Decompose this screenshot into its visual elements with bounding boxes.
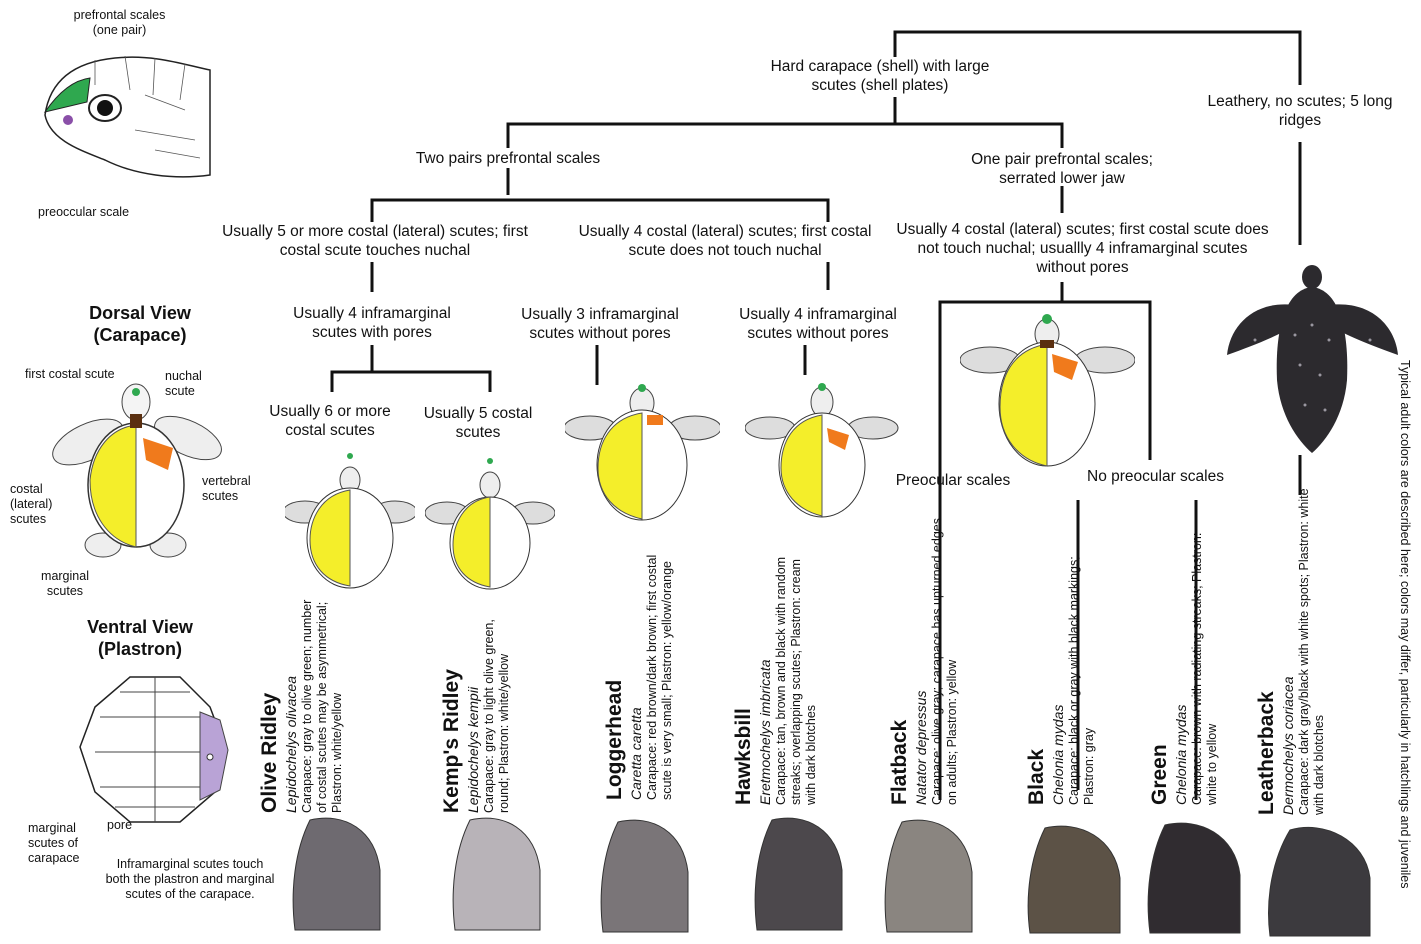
key-costal-4: Usually 4 costal (lateral) scutes; first… xyxy=(560,222,890,260)
key-two-pairs-prefrontal: Two pairs prefrontal scales xyxy=(378,149,638,168)
leatherback-head xyxy=(1265,818,1375,940)
key-inframarginal-4-pores: Usually 4 inframarginal scutes with pore… xyxy=(272,304,472,342)
label-preoccular-scale: preoccular scale xyxy=(38,205,129,220)
label-marginal-carapace: marginal scutes of carapace xyxy=(28,821,93,866)
kemps-ridley-carapace xyxy=(425,455,555,595)
label-first-costal: first costal scute xyxy=(25,367,115,382)
label-nuchal: nuchal scute xyxy=(165,369,225,399)
species-kemps-ridley: Kemp's Ridley Lepidochelys kempii Carapa… xyxy=(440,598,512,813)
turtle-head-diagram xyxy=(35,40,215,190)
ventral-view-diagram xyxy=(60,672,240,832)
hawksbill-head xyxy=(752,810,847,935)
kemps-ridley-head xyxy=(450,810,545,935)
olive-ridley-head xyxy=(290,810,385,935)
leatherback-silhouette xyxy=(1225,265,1400,455)
label-vertebral: vertebral scutes xyxy=(202,474,272,504)
key-costal-6: Usually 6 or more costal scutes xyxy=(250,402,410,440)
flatback-head xyxy=(882,812,977,937)
ventral-view-title: Ventral View (Plastron) xyxy=(50,616,230,660)
key-costal-5: Usually 5 costal scutes xyxy=(408,404,548,442)
label-inframarginal-note: Inframarginal scutes touch both the plas… xyxy=(105,857,275,902)
key-costal-5-or-more: Usually 5 or more costal (lateral) scute… xyxy=(205,222,545,260)
label-prefrontal-scales: prefrontal scales (one pair) xyxy=(62,8,177,38)
green-flatback-carapace xyxy=(960,312,1135,472)
olive-ridley-carapace xyxy=(285,450,415,595)
hawksbill-carapace xyxy=(745,380,900,530)
dorsal-view-title: Dorsal View (Carapace) xyxy=(50,302,230,346)
key-leathery: Leathery, no scutes; 5 long ridges xyxy=(1200,92,1400,130)
loggerhead-carapace xyxy=(565,383,720,533)
dorsal-view-diagram xyxy=(48,380,223,575)
species-flatback: Flatback Natator depressus Carapace: oli… xyxy=(888,505,960,805)
loggerhead-head xyxy=(598,812,693,937)
green-turtle-head xyxy=(1145,815,1245,937)
label-costal: costal (lateral) scutes xyxy=(10,482,65,527)
colors-note: Typical adult colors are described here;… xyxy=(1398,360,1412,889)
key-root: Hard carapace (shell) with large scutes … xyxy=(760,57,1000,95)
species-leatherback: Leatherback Dermochelys coriacea Carapac… xyxy=(1255,470,1327,815)
key-costal-4-inframarginal: Usually 4 costal (lateral) scutes; first… xyxy=(895,220,1270,277)
label-marginal: marginal scutes xyxy=(30,569,100,599)
species-hawksbill: Hawksbill Eretmochelys imbricata Carapac… xyxy=(732,540,819,805)
key-inframarginal-3: Usually 3 inframarginal scutes without p… xyxy=(500,305,700,343)
species-green: Green Chelonia mydas Carapace: brown wit… xyxy=(1148,515,1220,805)
species-olive-ridley-text: Olive Ridley Lepidochelys olivacea Carap… xyxy=(258,598,345,813)
key-preocular: Preocular scales xyxy=(878,471,1028,490)
key-inframarginal-4-no-pores: Usually 4 inframarginal scutes without p… xyxy=(718,305,918,343)
species-black: Black Chelonia mydas Carapace: black or … xyxy=(1025,515,1097,805)
key-one-pair-prefrontal: One pair prefrontal scales; serrated low… xyxy=(942,150,1182,188)
label-pore: pore xyxy=(107,818,132,833)
species-loggerhead: Loggerhead Caretta caretta Carapace: red… xyxy=(603,540,675,800)
black-turtle-head xyxy=(1025,818,1125,938)
